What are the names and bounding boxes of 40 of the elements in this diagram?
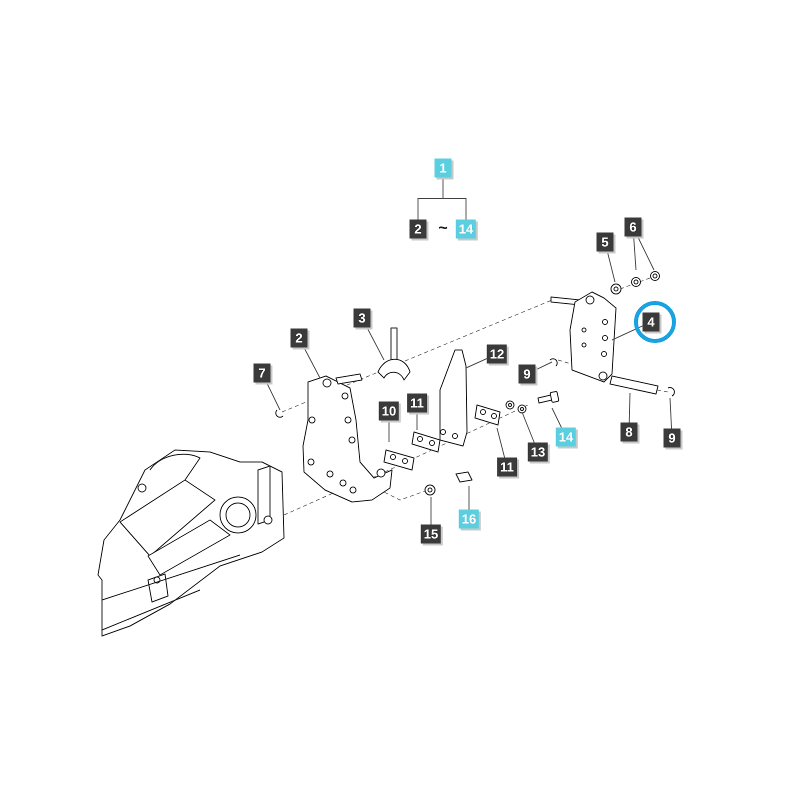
leader-line bbox=[388, 420, 390, 442]
callout-number: 13 bbox=[528, 442, 548, 462]
leader-line bbox=[552, 408, 562, 428]
callout-number: 11 bbox=[407, 394, 427, 412]
leader-line bbox=[266, 382, 280, 410]
leader-line bbox=[612, 325, 643, 340]
leader-line bbox=[416, 412, 418, 430]
leader-line bbox=[522, 412, 535, 443]
callout-number: 12 bbox=[486, 344, 508, 364]
callout-number: 9 bbox=[664, 428, 680, 448]
callout-number: 14 bbox=[556, 428, 576, 446]
callout-number: 3 bbox=[354, 308, 370, 328]
callout-number: 11 bbox=[497, 458, 517, 476]
leader-line bbox=[535, 362, 552, 370]
callout-number: 10 bbox=[378, 402, 400, 420]
callout-number: 5 bbox=[596, 232, 614, 252]
leader-line bbox=[606, 251, 616, 282]
leader-line bbox=[496, 428, 506, 458]
leader-line bbox=[633, 236, 636, 270]
callout-number: 2 bbox=[410, 220, 426, 238]
leader-line bbox=[466, 358, 488, 368]
leader-line bbox=[628, 392, 630, 423]
callout-number: 9 bbox=[518, 364, 536, 384]
leader-line bbox=[637, 236, 654, 270]
callout-number: 15 bbox=[420, 524, 442, 544]
leader-line bbox=[670, 398, 672, 429]
callout-number: 2 bbox=[290, 328, 308, 348]
callout-number: 1 bbox=[434, 158, 452, 178]
callout-number: 4 bbox=[642, 312, 660, 332]
range-tilde: ~ bbox=[438, 220, 448, 238]
leader-line bbox=[468, 486, 470, 510]
leader-line bbox=[304, 347, 320, 378]
leader-line bbox=[366, 327, 384, 360]
callout-number: 7 bbox=[254, 364, 270, 382]
callout-number: 8 bbox=[620, 422, 638, 442]
bracket-line bbox=[442, 177, 466, 220]
leader-line bbox=[430, 496, 432, 525]
callout-number: 14 bbox=[456, 220, 476, 238]
callout-number: 6 bbox=[624, 218, 642, 236]
callout-number: 16 bbox=[458, 510, 480, 528]
